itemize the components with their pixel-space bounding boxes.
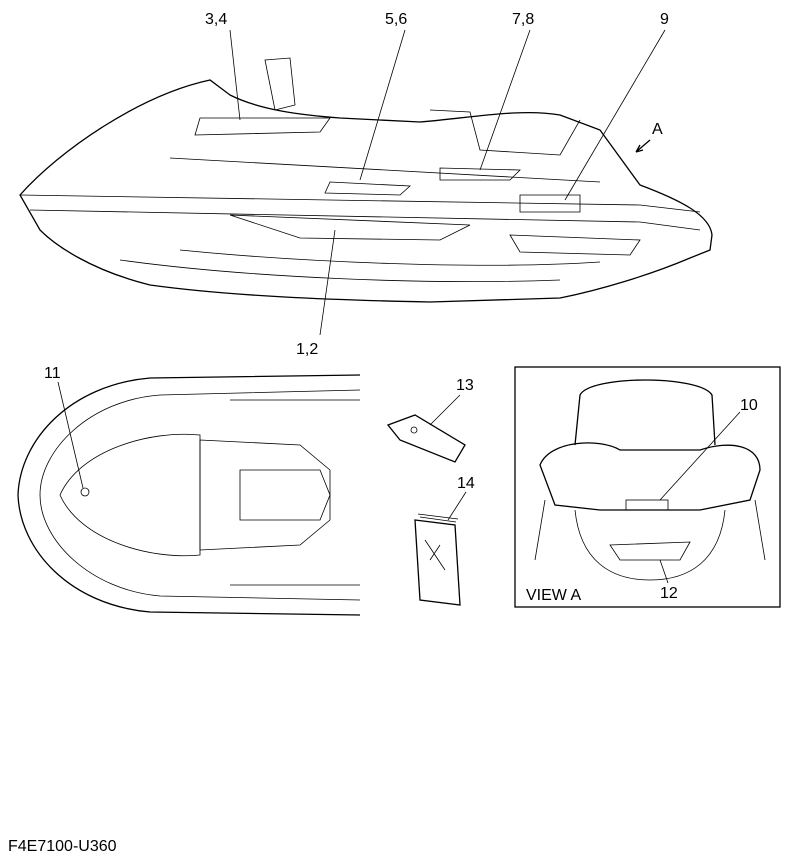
leader-10 <box>659 411 741 501</box>
leader-13 <box>429 394 461 426</box>
view-a-label: VIEW A <box>526 587 581 604</box>
callout-1-2: 1,2 <box>296 341 318 358</box>
callout-7-8: 7,8 <box>512 11 534 28</box>
leader-9 <box>564 29 666 201</box>
view-a-arrow-icon <box>635 139 651 153</box>
leader-11 <box>57 381 84 489</box>
top-view-watercraft <box>17 374 361 616</box>
callout-3-4: 3,4 <box>205 11 227 28</box>
rear-view-watercraft <box>534 379 766 581</box>
callout-11: 11 <box>44 365 61 382</box>
leader-12 <box>659 559 669 584</box>
leader-5-6 <box>359 29 406 181</box>
drawing-code: F4E7100-U360 <box>8 838 117 855</box>
callout-9: 9 <box>660 11 669 28</box>
callout-12: 12 <box>660 585 678 602</box>
callout-14: 14 <box>457 475 475 492</box>
side-view-watercraft <box>19 57 713 303</box>
leader-7-8 <box>479 29 531 171</box>
callout-5-6: 5,6 <box>385 11 407 28</box>
part-14-document-bag <box>414 513 461 606</box>
leader-14 <box>447 491 467 521</box>
callout-10: 10 <box>740 397 758 414</box>
view-a-box <box>514 366 781 608</box>
leader-1-2 <box>319 229 336 336</box>
part-13-pouch <box>386 414 466 463</box>
callout-a: A <box>652 121 663 138</box>
callout-13: 13 <box>456 377 474 394</box>
leader-3-4 <box>229 29 241 121</box>
